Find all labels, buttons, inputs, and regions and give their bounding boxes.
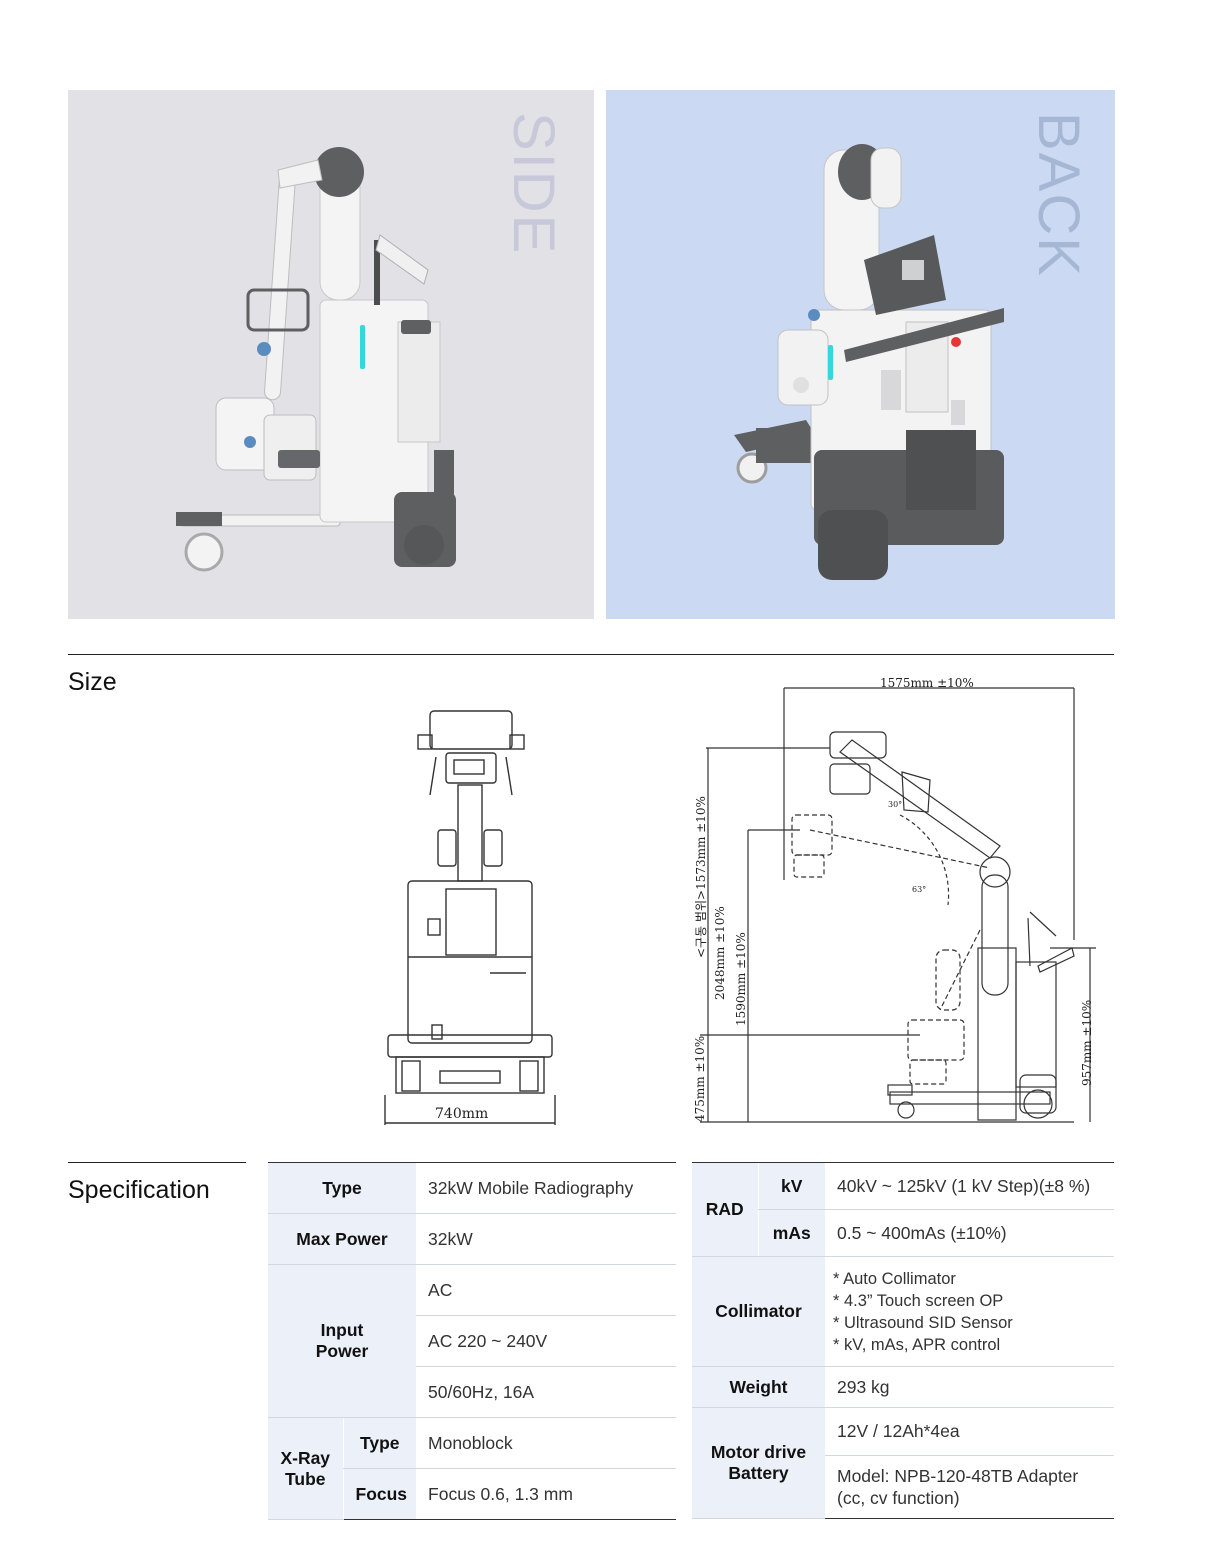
angle-63-label: 63° bbox=[912, 885, 927, 894]
input-power-value-frequency: 50/60Hz, 16A bbox=[416, 1366, 677, 1418]
kv-label: kV bbox=[757, 1162, 825, 1210]
spec-table-right: RAD kV 40kV ~ 125kV (1 kV Step)(±8 %) mA… bbox=[692, 1162, 1114, 1519]
height-957-dimension: 957mm ±10% bbox=[1080, 999, 1094, 1086]
rad-label: RAD bbox=[692, 1162, 758, 1257]
xray-tube-label-line-2: Tube bbox=[284, 1468, 326, 1489]
height-475-dimension: 475mm ±10% bbox=[693, 1035, 707, 1122]
front-view-drawing bbox=[384, 710, 556, 1125]
battery-model-line-1: Model: NPB-120-48TB Adapter bbox=[837, 1466, 1079, 1486]
type-label: Type bbox=[268, 1162, 417, 1214]
side-view-drawing bbox=[700, 687, 1096, 1123]
side-label: SIDE bbox=[501, 112, 566, 256]
spec-table-left: Type 32kW Mobile Radiography Max Power 3… bbox=[268, 1162, 677, 1520]
size-section-rule bbox=[68, 654, 1114, 655]
xray-tube-label-line-1: X-Ray bbox=[280, 1447, 331, 1468]
motor-label-line-1: Motor drive bbox=[710, 1442, 807, 1462]
type-value: 32kW Mobile Radiography bbox=[416, 1162, 677, 1214]
input-power-label-line-1: Input bbox=[320, 1320, 364, 1340]
collimator-feature: * kV, mAs, APR control bbox=[833, 1335, 1001, 1354]
xray-focus-value: Focus 0.6, 1.3 mm bbox=[416, 1468, 677, 1520]
input-power-label: Input Power bbox=[268, 1264, 417, 1418]
mas-value: 0.5 ~ 400mAs (±10%) bbox=[825, 1209, 1114, 1257]
range-dimension: <구동 범위>1573mm ±10% bbox=[694, 796, 708, 958]
back-label: BACK bbox=[1026, 112, 1091, 278]
weight-label: Weight bbox=[692, 1366, 825, 1408]
motor-drive-battery-label: Motor drive Battery bbox=[692, 1407, 825, 1519]
spec-section-title: Specification bbox=[68, 1176, 210, 1204]
motor-label-line-2: Battery bbox=[728, 1463, 789, 1483]
max-power-value: 32kW bbox=[416, 1213, 677, 1265]
size-section-title: Size bbox=[68, 668, 117, 696]
input-power-value-ac: AC bbox=[416, 1264, 677, 1316]
height-2048-dimension: 2048mm ±10% bbox=[713, 906, 727, 1000]
xray-tube-label: X-Ray Tube bbox=[268, 1417, 343, 1520]
max-power-label: Max Power bbox=[268, 1213, 417, 1265]
input-power-label-line-2: Power bbox=[315, 1341, 369, 1361]
back-view-panel: BACK bbox=[606, 90, 1115, 619]
back-view-device-image bbox=[734, 144, 1004, 580]
xray-focus-label: Focus bbox=[342, 1468, 417, 1520]
battery-model-line-2: (cc, cv function) bbox=[837, 1488, 960, 1508]
collimator-feature: * 4.3” Touch screen OP bbox=[833, 1291, 1004, 1310]
collimator-values: * Auto Collimator * 4.3” Touch screen OP… bbox=[825, 1256, 1114, 1367]
collimator-feature: * Ultrasound SID Sensor bbox=[833, 1313, 1013, 1332]
side-view-device-image bbox=[176, 147, 456, 572]
collimator-label: Collimator bbox=[692, 1256, 825, 1367]
mas-label: mAs bbox=[757, 1209, 825, 1257]
battery-model-value: Model: NPB-120-48TB Adapter (cc, cv func… bbox=[825, 1455, 1114, 1519]
angle-30-label: 30° bbox=[888, 800, 903, 809]
xray-type-label: Type bbox=[342, 1417, 417, 1469]
weight-value: 293 kg bbox=[825, 1366, 1114, 1408]
input-power-value-voltage: AC 220 ~ 240V bbox=[416, 1315, 677, 1367]
kv-value: 40kV ~ 125kV (1 kV Step)(±8 %) bbox=[825, 1162, 1114, 1210]
spec-section-rule bbox=[68, 1162, 246, 1163]
front-width-dimension: 740mm bbox=[435, 1106, 489, 1122]
collimator-feature: * Auto Collimator bbox=[833, 1269, 956, 1288]
xray-type-value: Monoblock bbox=[416, 1417, 677, 1469]
side-view-panel: SIDE bbox=[68, 90, 594, 619]
battery-spec-value: 12V / 12Ah*4ea bbox=[825, 1407, 1114, 1456]
height-1590-dimension: 1590mm ±10% bbox=[734, 932, 748, 1026]
side-top-width-dimension: 1575mm ±10% bbox=[880, 676, 974, 690]
